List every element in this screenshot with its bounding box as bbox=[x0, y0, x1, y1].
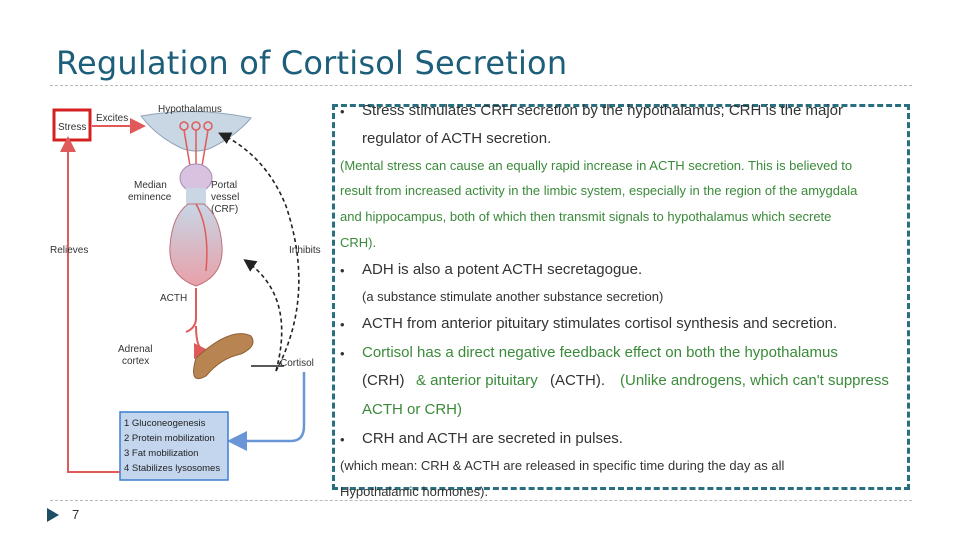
bullet-text: Cortisol has a direct negative feedback … bbox=[362, 344, 838, 361]
crf-label: (CRF) bbox=[211, 204, 238, 215]
effect-item: 2 Protein mobilization bbox=[124, 433, 215, 444]
bullet-text: (CRH) bbox=[362, 372, 405, 389]
acth-label: ACTH bbox=[160, 293, 187, 304]
footer-arrow-icon bbox=[47, 508, 59, 522]
page-number: 7 bbox=[72, 507, 80, 522]
cortisol-effects-arrow bbox=[227, 372, 306, 451]
note-text: (which mean: CRH & ACTH are released in … bbox=[340, 458, 785, 473]
hypothalamus-label: Hypothalamus bbox=[158, 104, 222, 115]
bullet-text: regulator of ACTH secretion. bbox=[362, 130, 552, 147]
effect-item: 1 Gluconeogenesis bbox=[124, 418, 206, 429]
note-text: Hypothalamic hormones). bbox=[340, 484, 489, 499]
excites-label: Excites bbox=[96, 113, 128, 124]
title-divider bbox=[50, 85, 912, 86]
bullet-marker: • bbox=[340, 432, 345, 447]
note-text: (Mental stress can cause an equally rapi… bbox=[340, 158, 853, 173]
effect-item: 3 Fat mobilization bbox=[124, 448, 198, 459]
inhibits-label: Inhibits bbox=[289, 245, 321, 256]
adrenal-label: Adrenal bbox=[118, 344, 152, 355]
bullet-marker: • bbox=[340, 346, 345, 361]
bullet-text: (Unlike androgens, which can't suppress bbox=[620, 372, 889, 389]
footer-divider bbox=[50, 500, 912, 501]
stress-label: Stress bbox=[58, 122, 86, 133]
portal-label: Portal bbox=[211, 180, 237, 191]
cortisol-regulation-diagram: Stress Excites Hypothalamus Median emine… bbox=[50, 104, 321, 481]
slide-title: Regulation of Cortisol Secretion bbox=[56, 44, 568, 82]
note-text: result from increased activity in the li… bbox=[340, 183, 858, 198]
bullet-text: ACTH from anterior pituitary stimulates … bbox=[362, 315, 838, 332]
median-eminence-shape bbox=[179, 163, 213, 193]
inhibit-pituitary-arrow bbox=[243, 259, 283, 372]
bullet-marker: • bbox=[340, 263, 345, 278]
eminence-label: eminence bbox=[128, 192, 172, 203]
cortisol-label: Cortisol bbox=[280, 358, 314, 369]
relieves-arrow bbox=[60, 136, 120, 473]
bullet-text: Stress stimulates CRH secretion by the h… bbox=[362, 102, 844, 119]
bullet-text: ACTH or CRH) bbox=[362, 401, 462, 418]
bullet-text: (ACTH). bbox=[550, 372, 605, 389]
note-text: CRH). bbox=[340, 235, 377, 250]
inhibit-hypothalamus-arrow bbox=[218, 132, 300, 372]
cortex-label: cortex bbox=[122, 356, 149, 367]
vessel-label: vessel bbox=[211, 192, 239, 203]
median-label: Median bbox=[134, 180, 167, 191]
adrenal-cortex-shape bbox=[193, 333, 254, 380]
effect-item: 4 Stabilizes lysosomes bbox=[124, 463, 220, 474]
note-text: and hippocampus, both of which then tran… bbox=[340, 209, 832, 224]
pituitary-shape bbox=[169, 203, 223, 287]
bullet-marker: • bbox=[340, 104, 345, 119]
effects-box bbox=[119, 411, 229, 481]
bullet-text: & anterior pituitary bbox=[416, 372, 538, 389]
note-text: (a substance stimulate another substance… bbox=[362, 289, 664, 304]
bullet-text: CRH and ACTH are secreted in pulses. bbox=[362, 430, 623, 447]
relieves-label: Relieves bbox=[50, 245, 88, 256]
bullet-text: ADH is also a potent ACTH secretagogue. bbox=[362, 261, 643, 278]
bullet-marker: • bbox=[340, 317, 345, 332]
content-box bbox=[332, 104, 910, 490]
